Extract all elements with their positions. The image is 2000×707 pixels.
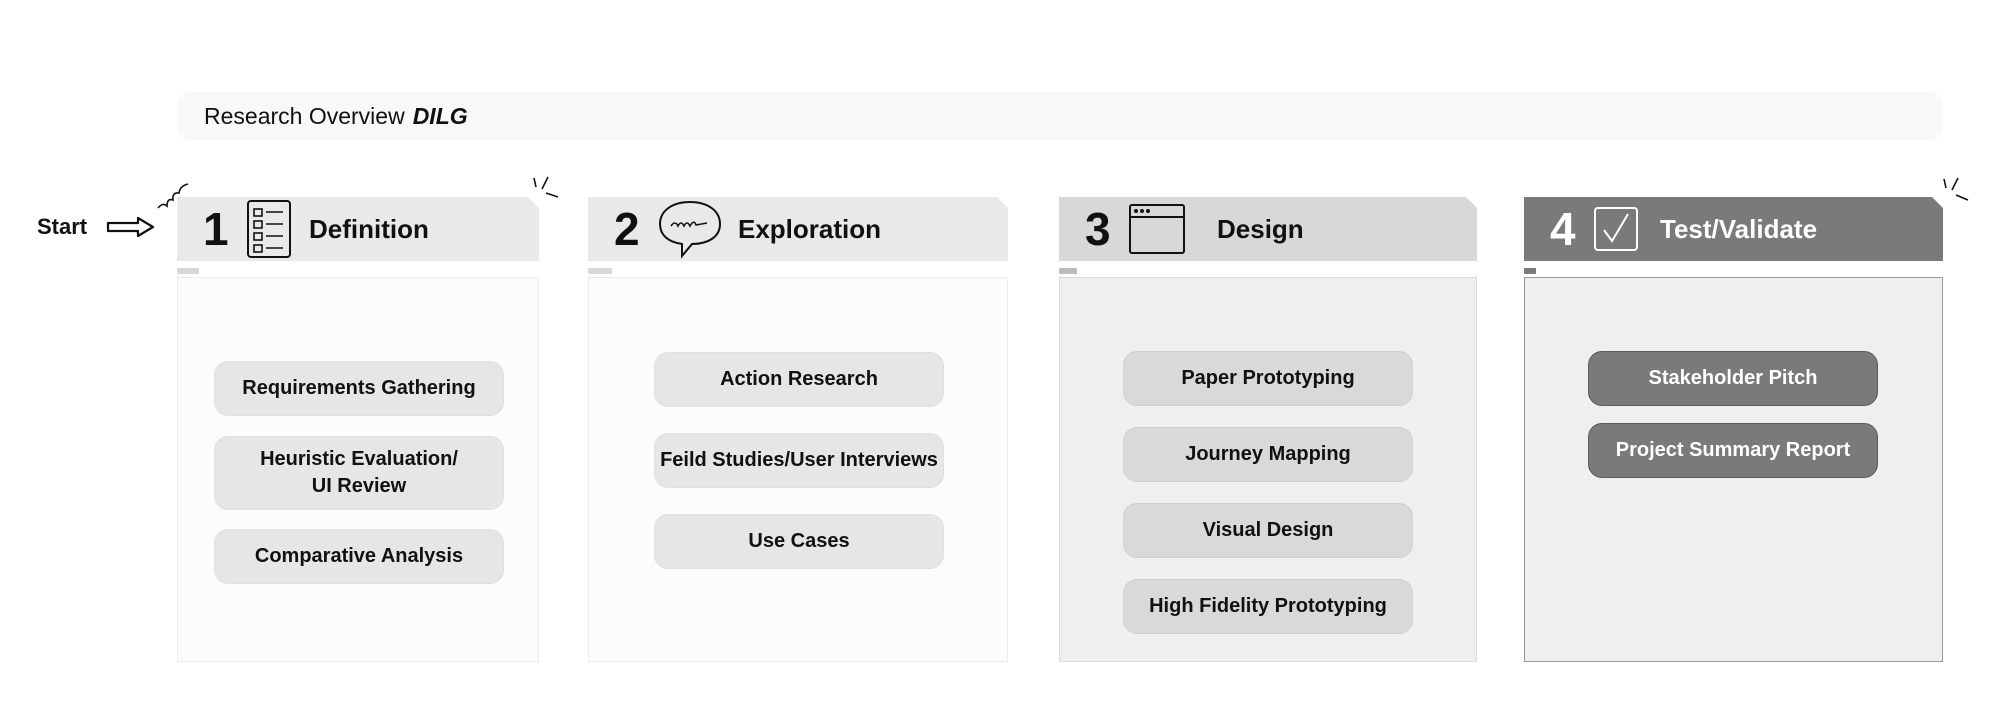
activity-pill[interactable]: Use Cases: [654, 514, 944, 569]
activity-pill[interactable]: Stakeholder Pitch: [1588, 351, 1878, 406]
checklist-icon: [245, 198, 295, 260]
activity-pill[interactable]: High Fidelity Prototyping: [1123, 579, 1413, 634]
phase-number: 2: [614, 203, 640, 255]
phase-title: Test/Validate: [1660, 213, 1818, 244]
frame-label-tag: [1059, 268, 1077, 274]
phase-header-design: 3 Design: [1059, 197, 1477, 261]
sparkle-doodle-icon: [157, 183, 189, 209]
research-overview-title-bar: Research Overview DILG: [177, 92, 1943, 140]
activity-pill[interactable]: Visual Design: [1123, 503, 1413, 558]
phase-title: Definition: [309, 213, 429, 244]
phase-panel-test-validate: Stakeholder Pitch Project Summary Report: [1524, 277, 1943, 662]
phase-number: 3: [1085, 203, 1111, 255]
activity-pill[interactable]: Comparative Analysis: [214, 529, 504, 584]
activity-pill[interactable]: Action Research: [654, 352, 944, 407]
activity-pill[interactable]: Paper Prototyping: [1123, 351, 1413, 406]
title-emphasis: DILG: [412, 102, 468, 129]
checkbox-icon: [1592, 204, 1640, 254]
phase-title: Exploration: [738, 213, 882, 244]
phase-title: Design: [1217, 213, 1304, 244]
phase-number: 1: [203, 203, 229, 255]
frame-label-tag: [1524, 268, 1536, 274]
frame-label-tag: [588, 268, 612, 274]
speech-bubble-icon: [656, 198, 724, 260]
page-fold-corner: [997, 197, 1008, 208]
right-arrow-icon: [106, 216, 155, 238]
activity-pill[interactable]: Requirements Gathering: [214, 361, 504, 416]
start-label: Start: [37, 214, 88, 239]
activity-pill[interactable]: Journey Mapping: [1123, 427, 1413, 482]
phase-header-test-validate: 4 Test/Validate: [1524, 197, 1943, 261]
activity-pill[interactable]: Project Summary Report: [1588, 423, 1878, 478]
browser-window-icon: [1127, 202, 1187, 256]
activity-pill[interactable]: Heuristic Evaluation/ UI Review: [214, 436, 504, 510]
spark-lines-icon: [1943, 177, 1969, 201]
page-fold-corner: [1466, 197, 1477, 208]
phase-number: 4: [1550, 203, 1576, 255]
activity-pill[interactable]: Feild Studies/User Interviews: [654, 433, 944, 488]
phase-panel-definition: Requirements Gathering Heuristic Evaluat…: [177, 277, 539, 662]
spark-lines-icon: [533, 176, 559, 198]
phase-panel-exploration: Action Research Feild Studies/User Inter…: [588, 277, 1008, 662]
frame-label-tag: [177, 268, 199, 274]
phase-panel-design: Paper Prototyping Journey Mapping Visual…: [1059, 277, 1477, 662]
page-fold-corner: [1932, 197, 1943, 208]
phase-header-exploration: 2 Exploration: [588, 197, 1008, 261]
page-fold-corner: [528, 197, 539, 208]
title-text: Research Overview: [204, 102, 405, 129]
phase-header-definition: 1 Definition: [177, 197, 539, 261]
